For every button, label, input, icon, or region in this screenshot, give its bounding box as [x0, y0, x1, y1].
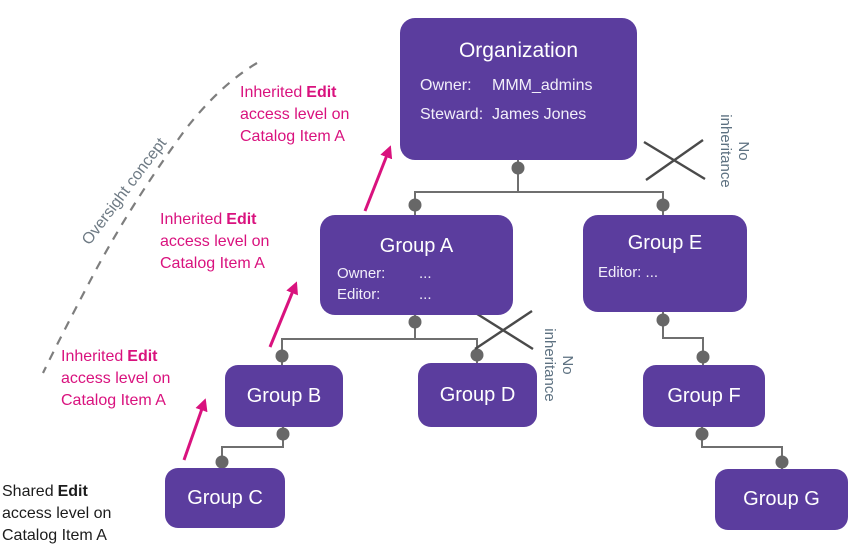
annotation-bold: Edit: [57, 483, 88, 500]
connector-dot: [408, 315, 422, 329]
no-inheritance-x-groupA-groupD: [473, 310, 534, 351]
annotation-lead: Inherited: [61, 348, 124, 365]
annotation-bold: Edit: [127, 348, 158, 365]
node-title: Group F: [667, 384, 741, 407]
owner-value: MMM_admins: [492, 77, 593, 94]
connector-org-children: [414, 155, 664, 215]
annotation-line2: access level on: [160, 233, 270, 250]
node-group-c: Group C: [165, 468, 285, 528]
annotation-bold: Edit: [226, 211, 257, 228]
node-group-d: Group D: [418, 363, 537, 427]
node-detail-rows: Editor: ...: [583, 264, 747, 281]
node-title: Group C: [187, 486, 263, 509]
steward-row: Steward: James Jones: [420, 106, 637, 124]
owner-label: Owner:: [337, 265, 386, 282]
annotation-lead: Shared: [2, 483, 54, 500]
editor-row: Editor:...: [337, 286, 513, 303]
connector-dot: [408, 198, 422, 212]
no-inheritance-label-bottom: No inheritance: [538, 290, 576, 440]
node-organization: Organization Owner: MMM_admins Steward: Ja…: [400, 18, 637, 160]
editor-value: ...: [645, 264, 659, 281]
owner-row: Owner:...: [337, 265, 513, 282]
connector-groupF-groupG: [701, 427, 783, 469]
node-group-a: Group A Owner:... Editor:...: [320, 215, 513, 315]
connector-groupE-groupF: [662, 312, 704, 365]
node-title: Group E: [627, 232, 703, 254]
node-title: Group G: [743, 488, 820, 510]
node-title: Group B: [246, 384, 322, 407]
node-group-b: Group B: [225, 365, 343, 427]
annotation-line3: Catalog Item A: [61, 392, 166, 409]
node-group-f: Group F: [643, 365, 765, 427]
annotation-lead: Inherited: [160, 211, 223, 228]
editor-label: Editor:: [598, 264, 642, 281]
connector-dot: [695, 427, 709, 441]
connector-dot: [275, 349, 289, 363]
node-detail-rows: Owner: MMM_admins Steward: James Jones: [400, 77, 637, 124]
inherit-arrow-groupA-to-org: [363, 145, 393, 212]
owner-row: Owner: MMM_admins: [420, 77, 637, 95]
no-inheritance-line2: inheritance: [717, 114, 734, 188]
annotation-line2: access level on: [61, 370, 171, 387]
connector-dot: [276, 427, 290, 441]
no-inheritance-line1: No: [735, 141, 752, 161]
connector-dot: [470, 348, 484, 362]
annotation-line3: Catalog Item A: [240, 128, 345, 145]
node-group-e: Group E Editor: ...: [583, 215, 747, 312]
owner-value: ...: [419, 265, 432, 282]
connector-dot: [656, 198, 670, 212]
inherit-arrow-groupB-to-groupA: [268, 281, 298, 348]
node-title: Organization: [458, 39, 579, 62]
annotation-line3: Catalog Item A: [160, 255, 265, 272]
node-detail-rows: Owner:... Editor:...: [320, 265, 513, 303]
no-inheritance-line2: inheritance: [541, 328, 558, 402]
inherit-arrow-groupC-to-groupB: [182, 398, 208, 461]
editor-row: Editor: ...: [598, 264, 747, 281]
annotation-bold: Edit: [306, 84, 337, 101]
no-inheritance-line1: No: [559, 355, 576, 375]
annotation-line2: access level on: [240, 106, 350, 123]
annotation-line3: Catalog Item A: [2, 527, 107, 544]
node-group-g: Group G: [715, 469, 848, 530]
connector-groupB-groupC: [221, 427, 284, 469]
connector-dot: [215, 455, 229, 469]
editor-label: Editor:: [337, 286, 381, 303]
connector-dot: [696, 350, 710, 364]
owner-label: Owner:: [420, 77, 472, 94]
steward-label: Steward:: [420, 106, 484, 123]
node-title: Group A: [379, 235, 454, 257]
connector-dot: [775, 455, 789, 469]
annotation-line2: access level on: [2, 505, 112, 522]
connector-groupA-children: [281, 315, 478, 365]
no-inheritance-x-org-groupE: [643, 139, 706, 181]
no-inheritance-label-top: No inheritance: [714, 76, 752, 226]
steward-value: James Jones: [492, 106, 587, 123]
connector-dot: [511, 161, 525, 175]
node-title: Group D: [439, 383, 516, 406]
annotation-lead: Inherited: [240, 84, 303, 101]
connector-dot: [656, 313, 670, 327]
editor-value: ...: [419, 286, 432, 303]
